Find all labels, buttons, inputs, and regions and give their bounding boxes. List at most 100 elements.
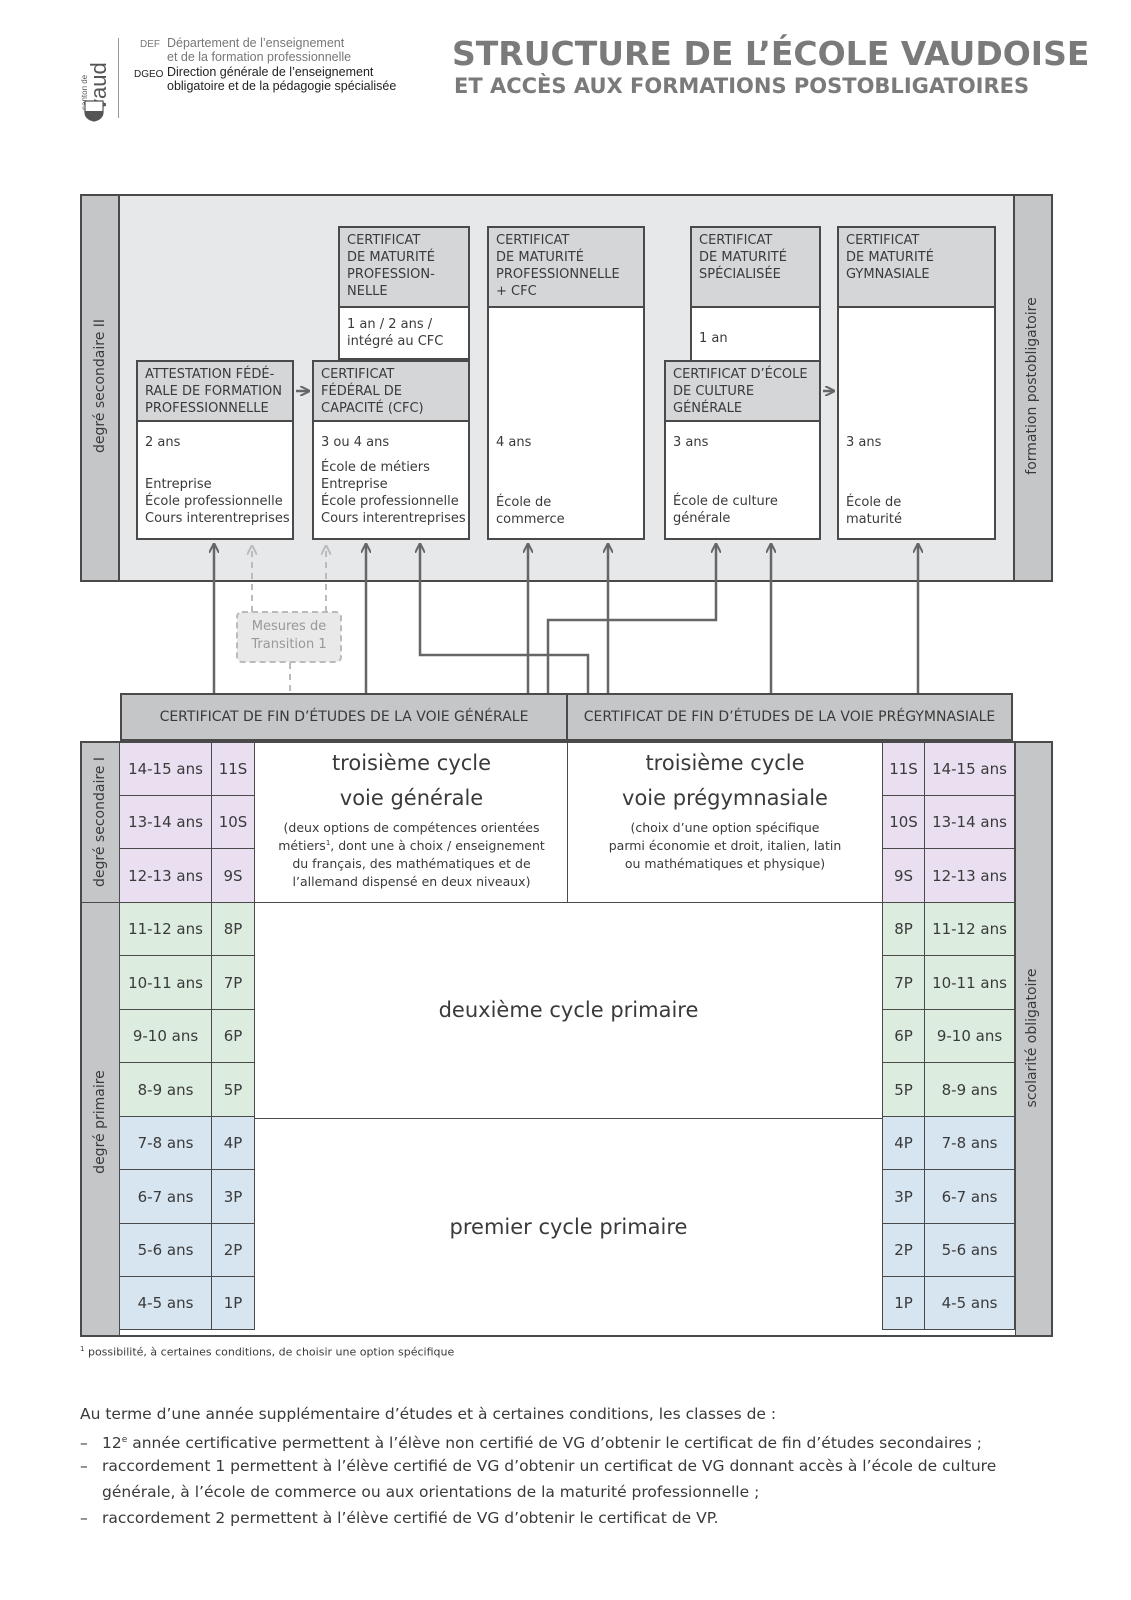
panel-vg [255, 743, 568, 903]
cmpcfc-line1: CERTIFICAT [496, 233, 570, 248]
cert-maturite-gymnasiale-header: CERTIFICAT DE MATURITÉ GYMNASIALE [837, 226, 996, 308]
vg-title2: voie générale [339, 786, 484, 810]
b1-sup: e [121, 1435, 128, 1445]
cycle1-label: premier cycle primaire [449, 1215, 688, 1239]
grade-age-left: 6-7 ans [120, 1170, 212, 1224]
header-divider [118, 38, 119, 118]
cert-maturite-pro-body: 1 an / 2 ans / intégré au CFC [338, 306, 470, 360]
ecg-line3: GÉNÉRALE [673, 401, 743, 416]
panel-cycle2 [255, 903, 882, 1119]
cmp-line1: CERTIFICAT [347, 233, 421, 248]
grade-age-left: 14-15 ans [120, 743, 212, 796]
cms-line1: CERTIFICAT [699, 233, 773, 248]
cmpcfc-line3: PROFESSIONNELLE [496, 267, 620, 282]
grade-code-right: 8P [882, 903, 925, 956]
grade-code-right: 7P [882, 956, 925, 1010]
grade-age-left: 11-12 ans [120, 903, 212, 956]
vg-desc2: métiers1, dont une à choix / enseignemen… [255, 838, 568, 853]
grade-age-left: 12-13 ans [120, 849, 212, 903]
dept1-line2: et de la formation professionnelle [167, 50, 352, 64]
cfc-place0: École de métiers [321, 460, 430, 475]
cert-maturite-specialisee-header: CERTIFICAT DE MATURITÉ SPÉCIALISÉE [690, 226, 821, 308]
cfc-line1: CERTIFICAT [321, 367, 395, 382]
ecg-line1: CERTIFICAT D’ÉCOLE [673, 367, 808, 382]
grade-code-right: 10S [882, 796, 925, 849]
grade-age-right: 5-6 ans [925, 1224, 1015, 1277]
cms-line3: SPÉCIALISÉE [699, 267, 781, 282]
oblig-side-bar [1015, 743, 1051, 1335]
cycle2-label: deuxième cycle primaire [438, 998, 699, 1022]
transition-label-2: Transition 1 [251, 637, 327, 652]
sec1-label: degré secondaire I [92, 757, 108, 887]
afp-line1: ATTESTATION FÉDÉ- [145, 367, 275, 382]
footer-bullet-1: –12e année certificative permettent à l’… [80, 1427, 982, 1456]
afp-place3: Cours interentreprises [145, 511, 290, 526]
footer-bullet-3: –raccordement 2 permettent à l’élève cer… [80, 1505, 719, 1531]
cfc-duration: 3 ou 4 ans [321, 435, 390, 450]
mat-place2: maturité [846, 512, 903, 527]
cert-ecg-body: 3 ans École de culture générale [664, 420, 821, 540]
sec2-side-bar [82, 196, 120, 580]
vp-desc3: ou mathématiques et physique) [624, 856, 826, 871]
grade-code-right: 3P [882, 1170, 925, 1224]
grade-code-left: 2P [212, 1224, 255, 1277]
cmg-line1: CERTIFICAT [846, 233, 920, 248]
cms-duration: 1 an [699, 331, 728, 346]
ecg-duration: 3 ans [673, 435, 709, 450]
header: canton de vaud DEF Département de l’ense… [0, 0, 1131, 130]
ecg-place1: École de culture [673, 494, 778, 509]
afp-place2: École professionnelle [145, 494, 283, 509]
com-place2: commerce [496, 512, 565, 527]
flow-arrows [0, 0, 1131, 693]
b3-text: raccordement 2 permettent à l’élève cert… [102, 1509, 719, 1527]
grade-age-right: 13-14 ans [925, 796, 1015, 849]
transition-box [236, 611, 342, 663]
dept2-abbr: DGEO [134, 69, 164, 80]
grade-age-right: 11-12 ans [925, 903, 1015, 956]
ecg-line2: DE CULTURE [673, 384, 755, 399]
page-subtitle: ET ACCÈS AUX FORMATIONS POSTOBLIGATOIRES [454, 74, 1030, 98]
postob-side-bar [1013, 196, 1051, 580]
cmp-duration1: 1 an / 2 ans / [347, 317, 433, 332]
grade-code-left: 5P [212, 1063, 255, 1117]
cert-maturite-pro-header: CERTIFICAT DE MATURITÉ PROFESSION- NELLE [338, 226, 470, 308]
afp-place1: Entreprise [145, 477, 212, 492]
vg-desc4: l’allemand dispensé en deux niveaux) [292, 874, 531, 889]
grade-age-right: 9-10 ans [925, 1010, 1015, 1063]
grade-code-right: 2P [882, 1224, 925, 1277]
arrow-vp-cfc [420, 544, 590, 693]
b2-line1: raccordement 1 permettent à l’élève cert… [102, 1457, 997, 1475]
cfc-place2: École professionnelle [321, 494, 459, 509]
grade-code-right: 5P [882, 1063, 925, 1117]
attestation-afp-body: 2 ans Entreprise École professionnelle C… [136, 420, 294, 540]
bullet-dash-1: – [80, 1434, 88, 1453]
cert-fin-vg: CERTIFICAT DE FIN D’ÉTUDES DE LA VOIE GÉ… [120, 693, 568, 741]
attestation-afp-header: ATTESTATION FÉDÉ- RALE DE FORMATION PROF… [136, 360, 294, 422]
com-place1: École de [496, 495, 552, 510]
afp-line3: PROFESSIONNELLE [145, 401, 269, 416]
footer-bullet-2-cont: générale, à l’école de commerce ou aux o… [102, 1483, 760, 1501]
vg-desc2a: métiers [278, 838, 326, 853]
arrow-vg-ecg [546, 544, 716, 693]
cert-maturite-pro-cfc-body: 4 ans École de commerce [487, 306, 645, 540]
afp-duration: 2 ans [145, 435, 181, 450]
cert-cfc-header: CERTIFICAT FÉDÉRAL DE CAPACITÉ (CFC) [312, 360, 470, 422]
vaud-shield-icon [84, 100, 104, 122]
vg-desc2b: , dont une à choix / enseignement [330, 838, 545, 853]
cmp-line2: DE MATURITÉ [347, 250, 435, 265]
com-duration: 4 ans [496, 435, 532, 450]
grade-code-right: 6P [882, 1010, 925, 1063]
cms-line2: DE MATURITÉ [699, 250, 787, 265]
grade-code-right: 9S [882, 849, 925, 903]
cfc-place1: Entreprise [321, 477, 388, 492]
cmp-duration2: intégré au CFC [347, 334, 444, 349]
grade-age-right: 12-13 ans [925, 849, 1015, 903]
primaire-label: degré primaire [92, 1070, 108, 1174]
mat-place1: École de [846, 495, 902, 510]
oblig-label: scolarité obligatoire [1024, 968, 1040, 1108]
cert-maturite-gymnasiale-body: 3 ans École de maturité [837, 306, 996, 540]
footnote: 1 possibilité, à certaines conditions, d… [80, 1345, 454, 1359]
grade-code-left: 11S [212, 743, 255, 796]
dept1-abbr: DEF [140, 39, 160, 50]
cert-fin-vp-label: CERTIFICAT DE FIN D’ÉTUDES DE LA VOIE PR… [583, 709, 996, 725]
